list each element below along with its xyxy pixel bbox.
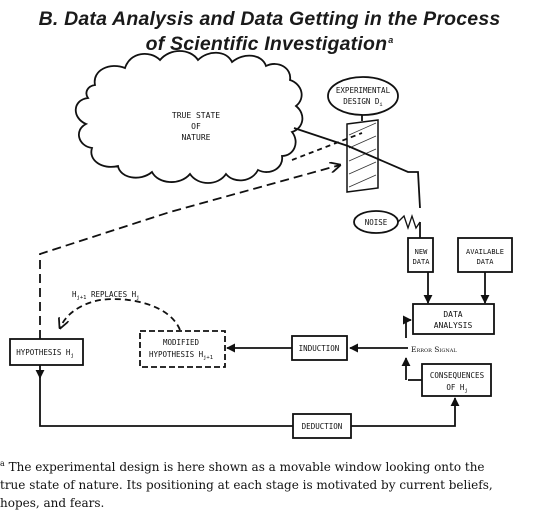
available-data-label-line-1: AVAILABLE bbox=[466, 248, 504, 256]
modified-hypothesis-text: HYPOTHESIS H bbox=[149, 350, 204, 359]
window-to-data-line bbox=[293, 127, 421, 209]
nature-label-line-3: NATURE bbox=[182, 133, 211, 142]
nature-label-line-1: TRUE STATE bbox=[172, 111, 220, 120]
replaces-dashed-arc bbox=[60, 298, 181, 330]
footnote-marker: a bbox=[0, 459, 5, 468]
replaces-h1: H bbox=[72, 290, 77, 299]
process-diagram: TRUE STATE OF NATURE EXPERIMENTAL DESIGN… bbox=[9, 50, 513, 439]
noise-zigzag bbox=[397, 213, 421, 231]
title-text: of Scientific Investigation bbox=[145, 33, 388, 55]
experimental-design-oval bbox=[327, 76, 399, 116]
new-data-box bbox=[407, 237, 434, 273]
modified-hypothesis-label-line-1: MODIFIED bbox=[163, 338, 200, 347]
footnote-line-3: hopes, and fears. bbox=[0, 496, 105, 510]
error-signal-label: Error Signal bbox=[411, 345, 457, 354]
nature-label-line-2: OF bbox=[191, 122, 201, 131]
replaces-sub1: j+1 bbox=[77, 295, 87, 301]
hypothesis-to-deduction-line bbox=[39, 365, 293, 427]
consequences-subscript: j bbox=[464, 388, 467, 394]
available-data-label-line-2: DATA bbox=[477, 258, 495, 266]
new-data-label-line-1: NEW bbox=[415, 248, 428, 256]
replaces-label: Hj+1 REPLACES Hj bbox=[72, 290, 139, 301]
footnote: a The experimental design is here shown … bbox=[0, 455, 539, 512]
experimental-window bbox=[346, 119, 379, 193]
hypothesis-subscript: j bbox=[70, 353, 73, 359]
design-label-line-2: DESIGN Di bbox=[343, 97, 382, 108]
deduction-label: DEDUCTION bbox=[302, 422, 343, 431]
consequences-label-line-2: OF Hj bbox=[446, 383, 467, 394]
dashed-view-line bbox=[291, 132, 363, 161]
data-analysis-label-line-2: ANALYSIS bbox=[434, 321, 473, 330]
design-label-text: DESIGN D bbox=[343, 97, 380, 106]
induction-label: INDUCTION bbox=[299, 344, 340, 353]
diagram-title-line-2: of Scientific Investigationa bbox=[6, 33, 533, 56]
modified-hypothesis-box bbox=[139, 330, 226, 368]
design-label-subscript: i bbox=[379, 102, 382, 108]
title-footnote-marker: a bbox=[388, 34, 394, 45]
hypothesis-label: HYPOTHESIS Hj bbox=[16, 348, 74, 359]
hypothesis-box bbox=[9, 338, 84, 366]
new-data-label-line-2: DATA bbox=[413, 258, 431, 266]
consequences-text: OF H bbox=[446, 383, 465, 392]
data-analysis-label-line-1: DATA bbox=[443, 310, 462, 319]
nature-cloud bbox=[74, 50, 304, 184]
hypothesis-to-design-dashed-line bbox=[39, 165, 340, 339]
noise-label: NOISE bbox=[365, 218, 388, 227]
modified-hypothesis-label-line-2: HYPOTHESIS Hj+1 bbox=[149, 350, 213, 361]
data-analysis-box bbox=[412, 303, 495, 335]
footnote-line-1: The experimental design is here shown as… bbox=[8, 460, 485, 474]
replaces-sub2: j bbox=[136, 295, 139, 301]
modified-hypothesis-subscript: j+1 bbox=[203, 355, 213, 361]
consequences-label-line-1: CONSEQUENCES bbox=[430, 371, 485, 380]
footnote-line-2: true state of nature. Its positioning at… bbox=[0, 478, 493, 492]
replaces-mid: REPLACES H bbox=[86, 290, 136, 299]
error-signal-to-analysis-arrow bbox=[402, 315, 412, 338]
hypothesis-text: HYPOTHESIS H bbox=[16, 348, 71, 357]
design-label-line-1: EXPERIMENTAL bbox=[336, 86, 391, 95]
deduction-to-consequences-arrow bbox=[351, 397, 460, 427]
diagram-title-line-1: B. Data Analysis and Data Getting in the… bbox=[38, 8, 501, 30]
